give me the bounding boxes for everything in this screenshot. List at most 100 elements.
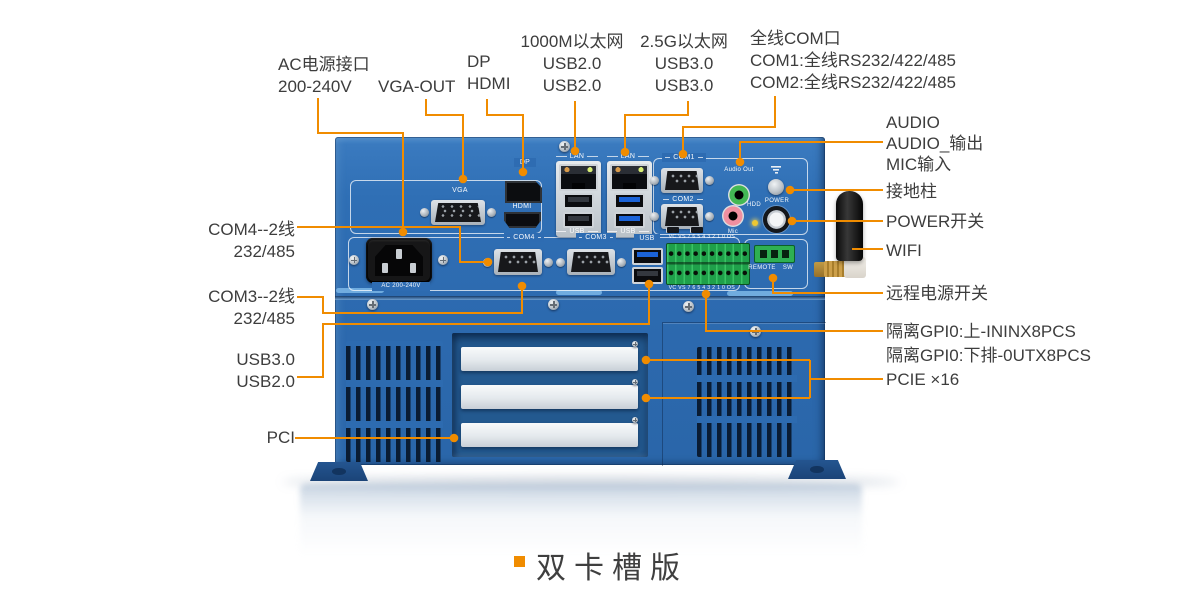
com1-port-label: COM1 [662, 153, 706, 162]
callout-line: 远程电源开关 [886, 284, 988, 303]
lan1-port [559, 164, 598, 191]
usb2-port-2 [563, 212, 594, 228]
sw-label: SW [782, 265, 794, 271]
callout-line: 1000M以太网 [520, 32, 624, 51]
power-button-label: POWER [764, 198, 790, 204]
caption-bullet-icon [514, 556, 525, 567]
hdmi-port [504, 212, 541, 228]
callout-line: USB2.0 [542, 54, 602, 73]
callout-wifi: WIFI [886, 240, 922, 262]
com2-port [650, 204, 714, 229]
wifi-antenna [836, 191, 863, 261]
usb3-port-1 [614, 193, 645, 209]
callout-ac-power: AC电源接口 200-240V [278, 54, 370, 98]
com2-screw [705, 212, 714, 221]
callout-line: USB2.0 [542, 76, 602, 95]
callout-audio: AUDIO AUDIO_输出 MIC输入 [886, 112, 983, 175]
ground-symbol-icon [771, 166, 781, 174]
com2-connector [661, 204, 703, 229]
screw [438, 255, 448, 265]
vga-connector [431, 200, 485, 225]
usb2-port-1 [563, 193, 594, 209]
callout-gpio: 隔离GPI0:上-ININX8PCS 隔离GPI0:下排-0UTX8PCS [886, 320, 1091, 368]
com4-screw [483, 257, 492, 267]
callout-line: COM2:全线RS232/422/485 [750, 73, 956, 92]
com3-connector [567, 249, 615, 275]
callout-line: AC电源接口 [278, 55, 370, 74]
slot-screw [632, 417, 638, 423]
pci-slot-cover [461, 423, 638, 447]
dp-port-label: DP [514, 158, 536, 167]
screw [548, 299, 559, 310]
callout-line: AUDIO_输出 [886, 134, 984, 153]
callout-line: POWER开关 [886, 212, 985, 231]
callout-line: 232/485 [233, 242, 295, 261]
gpio-pin-labels-bottom: VC VS 7 6 5 4 3 2 1 0 OS [668, 285, 736, 291]
audio-out-label: Audio Out [724, 167, 754, 173]
callout-usb-rear: USB3.0 USB2.0 [155, 349, 295, 393]
ac-rating-label: AC 200-240V [372, 282, 430, 291]
callout-line: HDMI [467, 74, 511, 93]
mounting-foot-right [788, 460, 846, 479]
callout-line: USB3.0 [654, 76, 714, 95]
callout-com-full: 全线COM口 COM1:全线RS232/422/485 COM2:全线RS232… [750, 28, 956, 94]
hdd-led [752, 220, 758, 226]
callout-line: USB2.0 [236, 372, 295, 391]
gpio-pin-labels-top: VC VS 7 6 5 4 3 2 1 0 OS [668, 234, 736, 240]
com1-screw [650, 176, 659, 185]
callout-line: USB3.0 [654, 54, 714, 73]
com2-port-label: COM2 [660, 195, 706, 204]
vga-thumbscrew [487, 208, 496, 217]
com1-port [650, 168, 714, 193]
callout-line: COM1:全线RS232/422/485 [750, 51, 956, 70]
callout-vga-out: VGA-OUT [378, 76, 455, 98]
callout-line: AUDIO [886, 113, 940, 132]
hdd-led-label: HDD [747, 202, 761, 208]
lan1-port-label: LAN [553, 152, 601, 161]
callout-eth-1000m: 1000M以太网 USB2.0 USB2.0 [512, 31, 632, 97]
chassis-reflection [300, 484, 862, 556]
usb3-bottom-port [632, 248, 663, 265]
callout-line: VGA-OUT [378, 77, 456, 96]
usb3-port-2 [614, 212, 645, 228]
com4-port-label: COM4 [504, 233, 544, 242]
callout-com3: COM3--2线 232/485 [155, 286, 295, 330]
caption-text: 双卡槽版 [536, 552, 688, 585]
dp-port [505, 181, 542, 203]
callout-remote-power: 远程电源开关 [886, 283, 988, 305]
usb2-bottom-port [632, 267, 663, 284]
com3-screw [556, 257, 565, 267]
reset-switch [690, 227, 703, 233]
vga-port-label: VGA [452, 187, 468, 194]
mic-label: Mic [727, 229, 739, 235]
vga-thumbscrew [420, 208, 429, 217]
callout-line: 200-240V [278, 77, 352, 96]
lan2-port-label: LAN [604, 152, 652, 161]
com4-connector [494, 249, 542, 275]
usb-stack2-label: USB [604, 227, 652, 236]
remote-label: REMOTE [748, 265, 776, 271]
callout-line: 接地柱 [886, 182, 937, 201]
screw [349, 255, 359, 265]
callout-line: 2.5G以太网 [640, 32, 728, 51]
mounting-foot-left [310, 462, 368, 481]
callout-com4: COM4--2线 232/485 [155, 219, 295, 263]
callout-line: DP [467, 52, 491, 71]
slot-screw [632, 379, 638, 385]
com3-screw [617, 257, 626, 267]
callout-line: WIFI [886, 241, 922, 260]
com3-port-label: COM3 [576, 233, 616, 242]
ground-post [768, 179, 784, 195]
vent-grille-left [346, 341, 443, 462]
antenna-mount-nut [814, 262, 826, 277]
screw [683, 301, 694, 312]
com4-screw [544, 257, 553, 267]
com1-connector [661, 168, 703, 193]
callout-line: PCI [266, 428, 295, 447]
callout-line: 全线COM口 [750, 29, 841, 48]
callout-ground: 接地柱 [886, 181, 937, 203]
callout-line: 232/485 [233, 309, 295, 328]
slot-screw [632, 341, 638, 347]
callout-line: MIC输入 [886, 155, 952, 174]
